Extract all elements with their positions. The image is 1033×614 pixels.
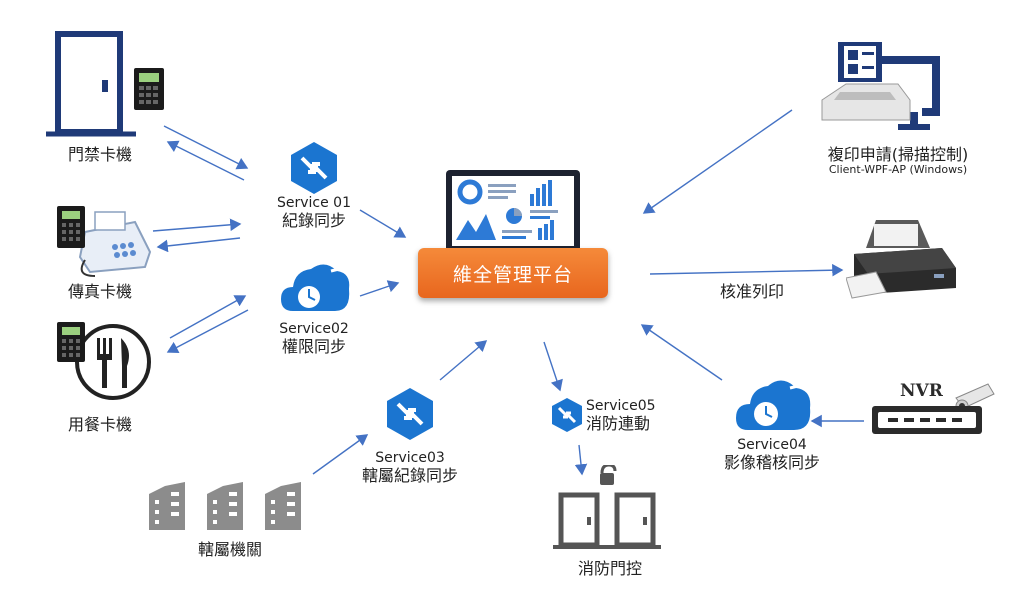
fax-reader-label: 傳真卡機: [67, 282, 132, 301]
service03-desc: 轄屬紀錄同步: [361, 466, 458, 485]
management-platform-hub[interactable]: 維全管理平台: [418, 248, 608, 298]
arrow-copy-to-hub: [642, 109, 793, 214]
fire-door-icon: [553, 465, 661, 549]
service05-desc: 消防連動: [586, 414, 651, 433]
arrow-s04-to-hub: [640, 324, 723, 381]
service05-label: Service05 消防連動: [586, 397, 666, 433]
service03-icon: [387, 388, 433, 440]
print-approval-label: 核准列印: [719, 282, 784, 301]
service05-icon: [552, 398, 582, 432]
arrow-s01-to-door: [166, 140, 245, 181]
service02-name: Service02: [279, 321, 349, 337]
service04-name: Service04: [737, 437, 807, 453]
nvr-device-icon: [872, 383, 995, 434]
arrow-fax-to-s01: [152, 218, 242, 232]
service05-name: Service05: [586, 398, 656, 414]
service04-desc: 影像稽核同步: [723, 453, 820, 472]
fax-reader-icon: [57, 206, 152, 277]
scanner-computer-icon: [821, 42, 940, 130]
fire-door-label: 消防門控: [577, 559, 642, 578]
service01-icon: [291, 142, 337, 194]
service01-name: Service 01: [276, 195, 351, 211]
meal-reader-icon: [57, 322, 151, 400]
printer-icon: [846, 220, 956, 299]
agency-label: 轄屬機關: [197, 540, 262, 559]
door-reader-label: 門禁卡機: [67, 145, 132, 164]
arrow-s01-to-hub: [359, 209, 407, 238]
service04-cloud-icon: [736, 375, 811, 430]
arrow-hub-to-s05: [543, 341, 563, 392]
service03-label: Service03 轄屬紀錄同步: [348, 449, 472, 485]
service01-label: Service 01 紀錄同步: [262, 194, 366, 230]
dashboard-chart-icon: [456, 179, 558, 240]
service02-cloud-icon: [281, 260, 350, 311]
nvr-label: NVR: [900, 381, 943, 401]
arrow-hub-to-print: [649, 263, 844, 277]
arrow-door-to-s01: [163, 125, 249, 170]
service02-desc: 權限同步: [281, 337, 346, 356]
service04-label: Service04 影像稽核同步: [704, 436, 840, 472]
service03-name: Service03: [375, 450, 445, 466]
dashboard-monitor-icon: [446, 170, 580, 252]
agency-buildings-icon: [149, 482, 301, 530]
arrow-s03-to-hub: [439, 340, 488, 381]
copy-request-label: 複印申請(掃描控制): [827, 145, 969, 164]
arrow-meal-to-s02: [169, 295, 247, 339]
arrow-s01-to-fax: [156, 237, 241, 253]
copy-client-label: Client-WPF-AP (Windows): [828, 163, 968, 176]
arrow-s02-to-meal: [166, 309, 249, 354]
arrow-s05-to-firedoor: [574, 444, 588, 476]
door-reader-icon: [46, 31, 164, 137]
arrow-s02-to-hub: [359, 280, 400, 297]
service01-desc: 紀錄同步: [281, 211, 346, 230]
service02-label: Service02 權限同步: [262, 320, 366, 356]
arrow-agency-to-s03: [312, 434, 369, 475]
meal-reader-label: 用餐卡機: [67, 415, 132, 434]
